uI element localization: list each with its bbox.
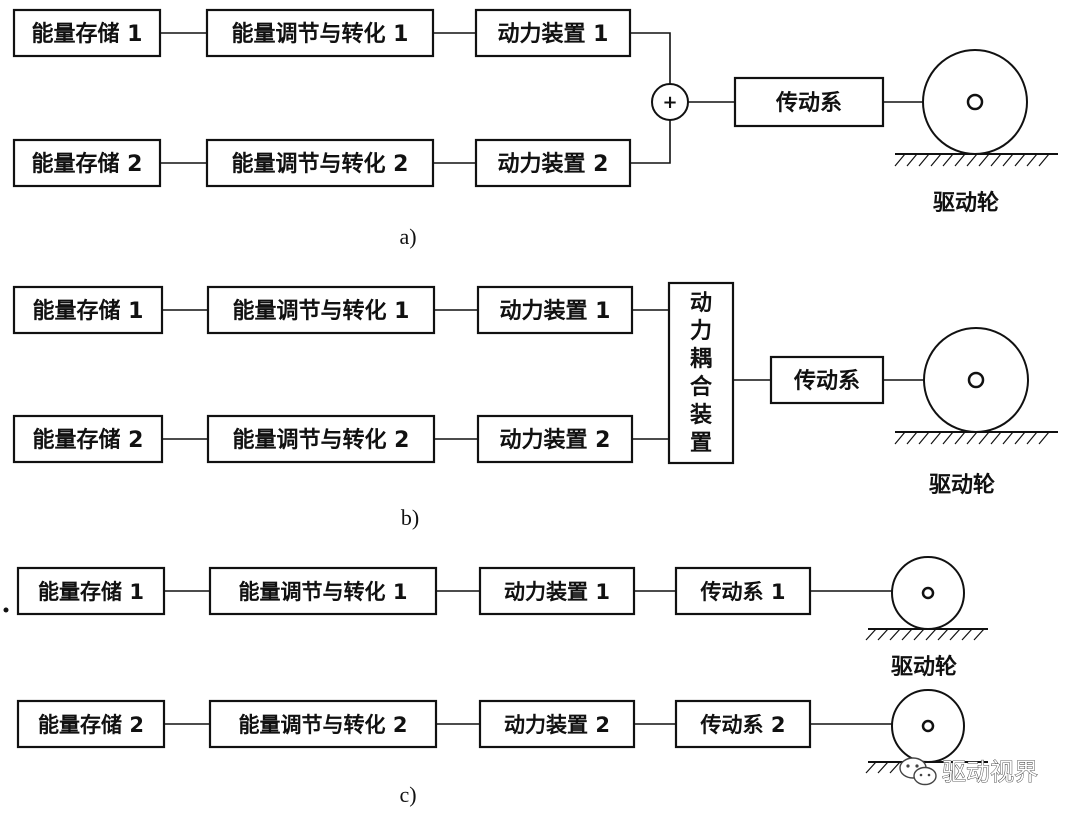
- a-link-1c: [630, 32, 671, 84]
- diagram-b: 能量存储 1 能量调节与转化 1 动力装置 1 能量存储 2 能量调节与转化 2…: [12, 281, 1058, 530]
- a-power-device-2-label: 动力装置 2: [498, 152, 609, 177]
- c-regulation-2-box: [208, 699, 438, 749]
- c-transmission-2-box: [674, 699, 812, 749]
- b-coupler-char: 耦: [690, 346, 712, 372]
- a-energy-storage-2-label: 能量存储 2: [32, 151, 143, 177]
- b-power-device-2-label: 动力装置 2: [500, 428, 611, 453]
- watermark: 驱动视界: [899, 757, 1038, 786]
- c-regulation-2-label: 能量调节与转化 2: [239, 713, 408, 737]
- c-energy-storage-2-label: 能量存储 2: [38, 713, 144, 737]
- a-transmission-label: 传动系: [775, 91, 842, 116]
- b-coupler-char: 力: [690, 319, 712, 344]
- a-power-device-1-box: [474, 8, 632, 58]
- c-ground-hatch-2: [865, 761, 901, 774]
- b-energy-storage-1-label: 能量存储 1: [33, 298, 144, 324]
- a-energy-storage-2-box: [12, 138, 162, 188]
- watermark-text: 驱动视界: [942, 758, 1038, 786]
- a-power-device-1-label: 动力装置 1: [498, 22, 609, 47]
- a-regulation-2-label: 能量调节与转化 2: [232, 151, 409, 177]
- wechat-icon: [899, 757, 937, 786]
- b-power-coupler-box: [667, 281, 735, 465]
- c-ground-hatch-1: [865, 628, 985, 641]
- a-transmission-box: [733, 76, 885, 128]
- a-energy-storage-1-label: 能量存储 1: [32, 21, 143, 47]
- b-energy-storage-2-box: [12, 414, 164, 464]
- diagram-c: 能量存储 1 能量调节与转化 1 动力装置 1 传动系 1 驱动轮 能量存储: [16, 556, 988, 807]
- b-energy-storage-2-label: 能量存储 2: [33, 427, 144, 453]
- c-power-device-1-label: 动力装置 1: [504, 580, 610, 604]
- c-energy-storage-1-box: [16, 566, 166, 616]
- a-power-device-2-box: [474, 138, 632, 188]
- b-coupler-char: 合: [690, 374, 713, 400]
- a-energy-storage-1-box: [12, 8, 162, 58]
- c-wheel-label: 驱动轮: [891, 654, 957, 680]
- diagram-a: 能量存储 1 能量调节与转化 1 动力装置 1 能量存储 2 能量调节与转化 2…: [12, 8, 1058, 249]
- b-wheel-label: 驱动轮: [929, 472, 995, 498]
- a-caption: a): [399, 224, 416, 249]
- a-wheel-label: 驱动轮: [933, 190, 999, 216]
- b-coupler-char: 装: [690, 403, 712, 428]
- c-energy-storage-2-box: [16, 699, 166, 749]
- print-speck: [3, 607, 9, 613]
- a-wheel-hub-icon: [966, 93, 984, 111]
- c-wheel-1-hub-icon: [921, 586, 935, 600]
- a-sum-symbol: +: [662, 92, 677, 113]
- b-power-device-2-box: [476, 414, 634, 464]
- b-power-device-1-label: 动力装置 1: [500, 299, 611, 324]
- b-regulation-1-label: 能量调节与转化 1: [233, 298, 410, 324]
- b-ground-hatch: [894, 431, 1050, 445]
- a-regulation-1-label: 能量调节与转化 1: [232, 21, 409, 47]
- b-regulation-2-label: 能量调节与转化 2: [233, 427, 410, 453]
- c-regulation-1-label: 能量调节与转化 1: [239, 580, 408, 604]
- c-power-device-1-box: [478, 566, 636, 616]
- b-coupler-char: 置: [690, 431, 712, 456]
- a-ground-hatch: [894, 153, 1050, 167]
- c-energy-storage-1-label: 能量存储 1: [38, 580, 144, 604]
- b-transmission-label: 传动系: [793, 369, 860, 394]
- b-power-coupler-label: 动 力 耦 合 装 置: [690, 291, 713, 456]
- b-wheel-hub-icon: [967, 371, 985, 389]
- c-wheel-2-hub-icon: [921, 719, 935, 733]
- a-link-2c: [630, 120, 671, 164]
- a-regulation-2-box: [205, 138, 435, 188]
- c-caption: c): [399, 782, 416, 807]
- b-transmission-box: [769, 355, 885, 405]
- a-regulation-1-box: [205, 8, 435, 58]
- c-power-device-2-label: 动力装置 2: [504, 713, 610, 737]
- c-transmission-1-label: 传动系 1: [700, 580, 786, 604]
- c-power-device-2-box: [478, 699, 636, 749]
- b-coupler-char: 动: [690, 291, 712, 316]
- b-caption: b): [401, 505, 419, 530]
- c-transmission-2-label: 传动系 2: [700, 713, 786, 737]
